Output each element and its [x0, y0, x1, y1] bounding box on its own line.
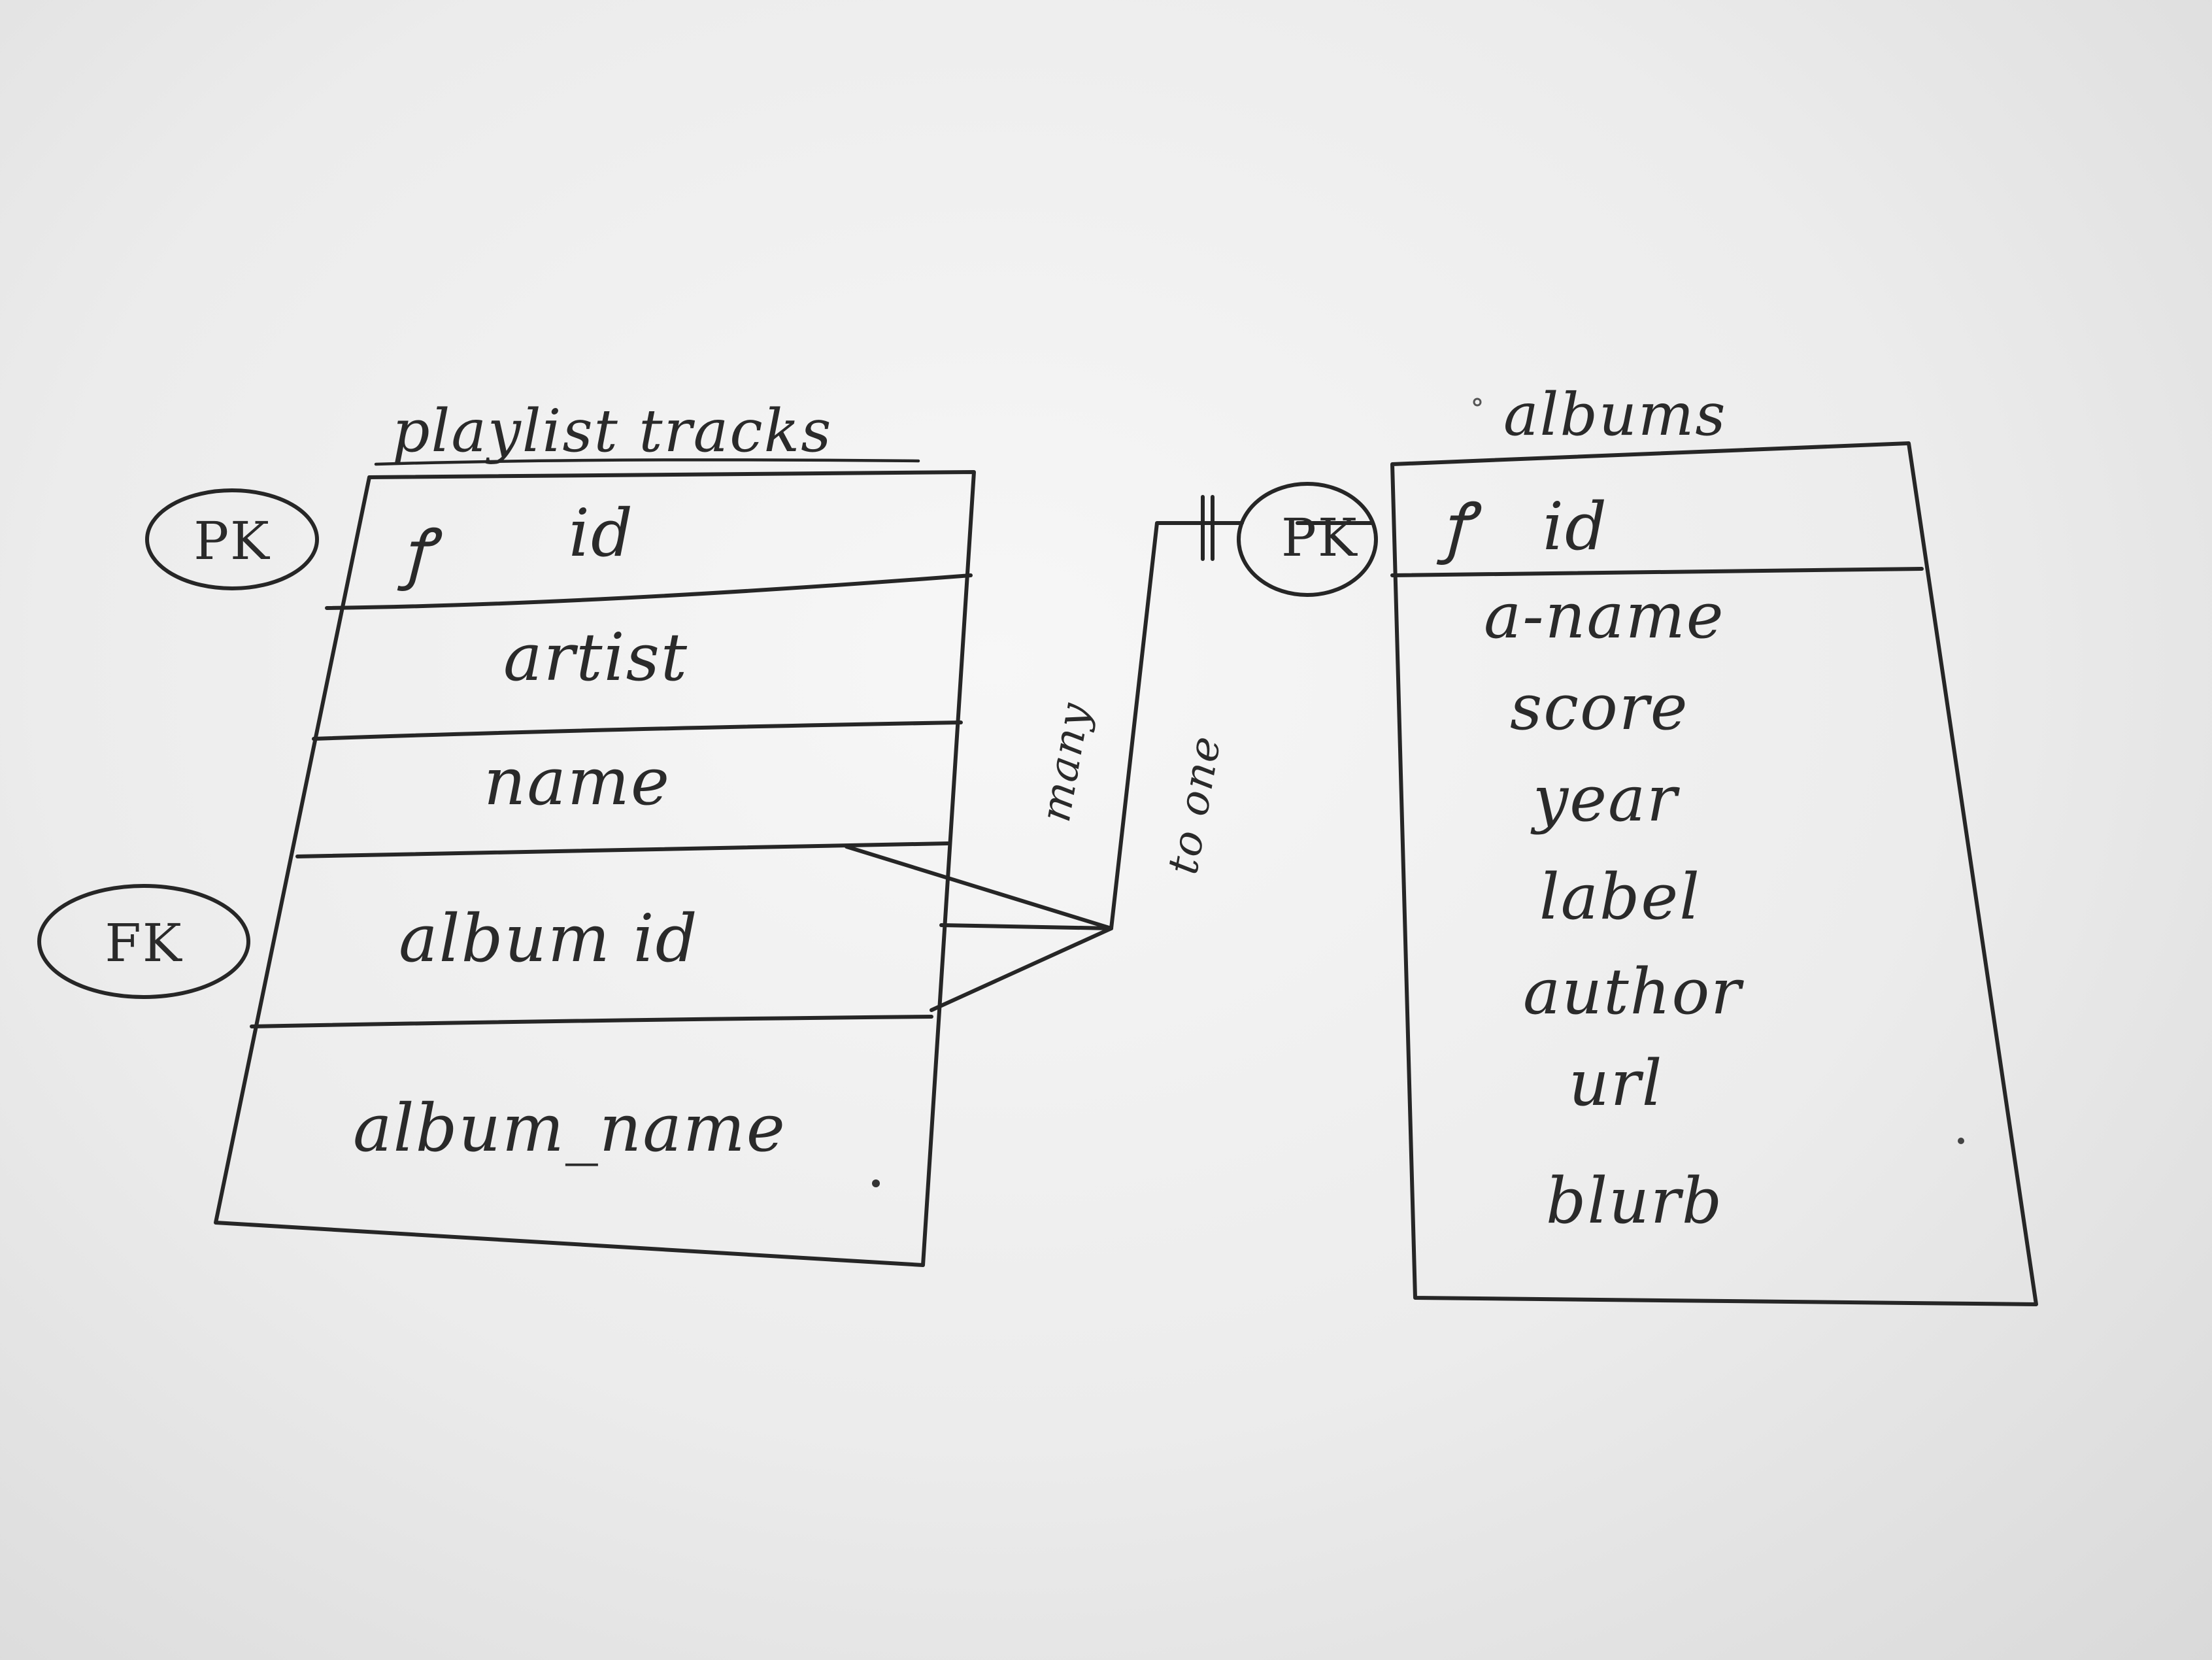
entity-title-albums: albums [1503, 381, 1727, 449]
albums-key-mark: ꝭ [1436, 488, 1482, 565]
relation-label-to-one: to one [1159, 732, 1231, 878]
albums-field-year: year [1530, 762, 1680, 836]
paper-speck [872, 1179, 880, 1187]
albums-field-blurb: blurb [1546, 1164, 1723, 1238]
entity-playlist-tracks: playlist tracks ꝭ id artist name album i… [37, 397, 976, 1267]
albums-pk-label: PK [1281, 507, 1358, 568]
relation-label-many: many [1031, 699, 1100, 826]
entity-albums: albums ꝭ id a-name score year label auth… [1237, 381, 2038, 1306]
pk-badge-playlist: PK [145, 488, 319, 590]
albums-field-author: author [1523, 955, 1744, 1028]
albums-field-a-name: a-name [1484, 579, 1725, 652]
entity-title-playlist-tracks: playlist tracks [392, 397, 832, 466]
albums-field-score: score [1510, 671, 1689, 744]
albums-box [1390, 441, 2038, 1306]
field-artist: artist [503, 619, 688, 696]
playlist-tracks-box [214, 470, 976, 1267]
albums-field-label: label [1539, 860, 1701, 934]
fk-badge-playlist: FK [37, 884, 250, 999]
field-name: name [484, 743, 671, 820]
albums-field-url: url [1569, 1047, 1663, 1120]
pk-badge-albums: PK [1237, 482, 1378, 597]
field-album-name: album_name [353, 1090, 786, 1166]
relationship-connector: many to one [845, 495, 1375, 1012]
pk-label: PK [193, 511, 271, 571]
albums-field-id: id [1543, 488, 1608, 565]
field-id: id [569, 495, 634, 571]
paper-speck [1958, 1138, 1964, 1144]
key-mark: ꝭ [397, 515, 443, 591]
field-album-id: album id [399, 900, 699, 977]
fk-label: FK [105, 913, 182, 974]
paper-speck [1473, 398, 1482, 407]
